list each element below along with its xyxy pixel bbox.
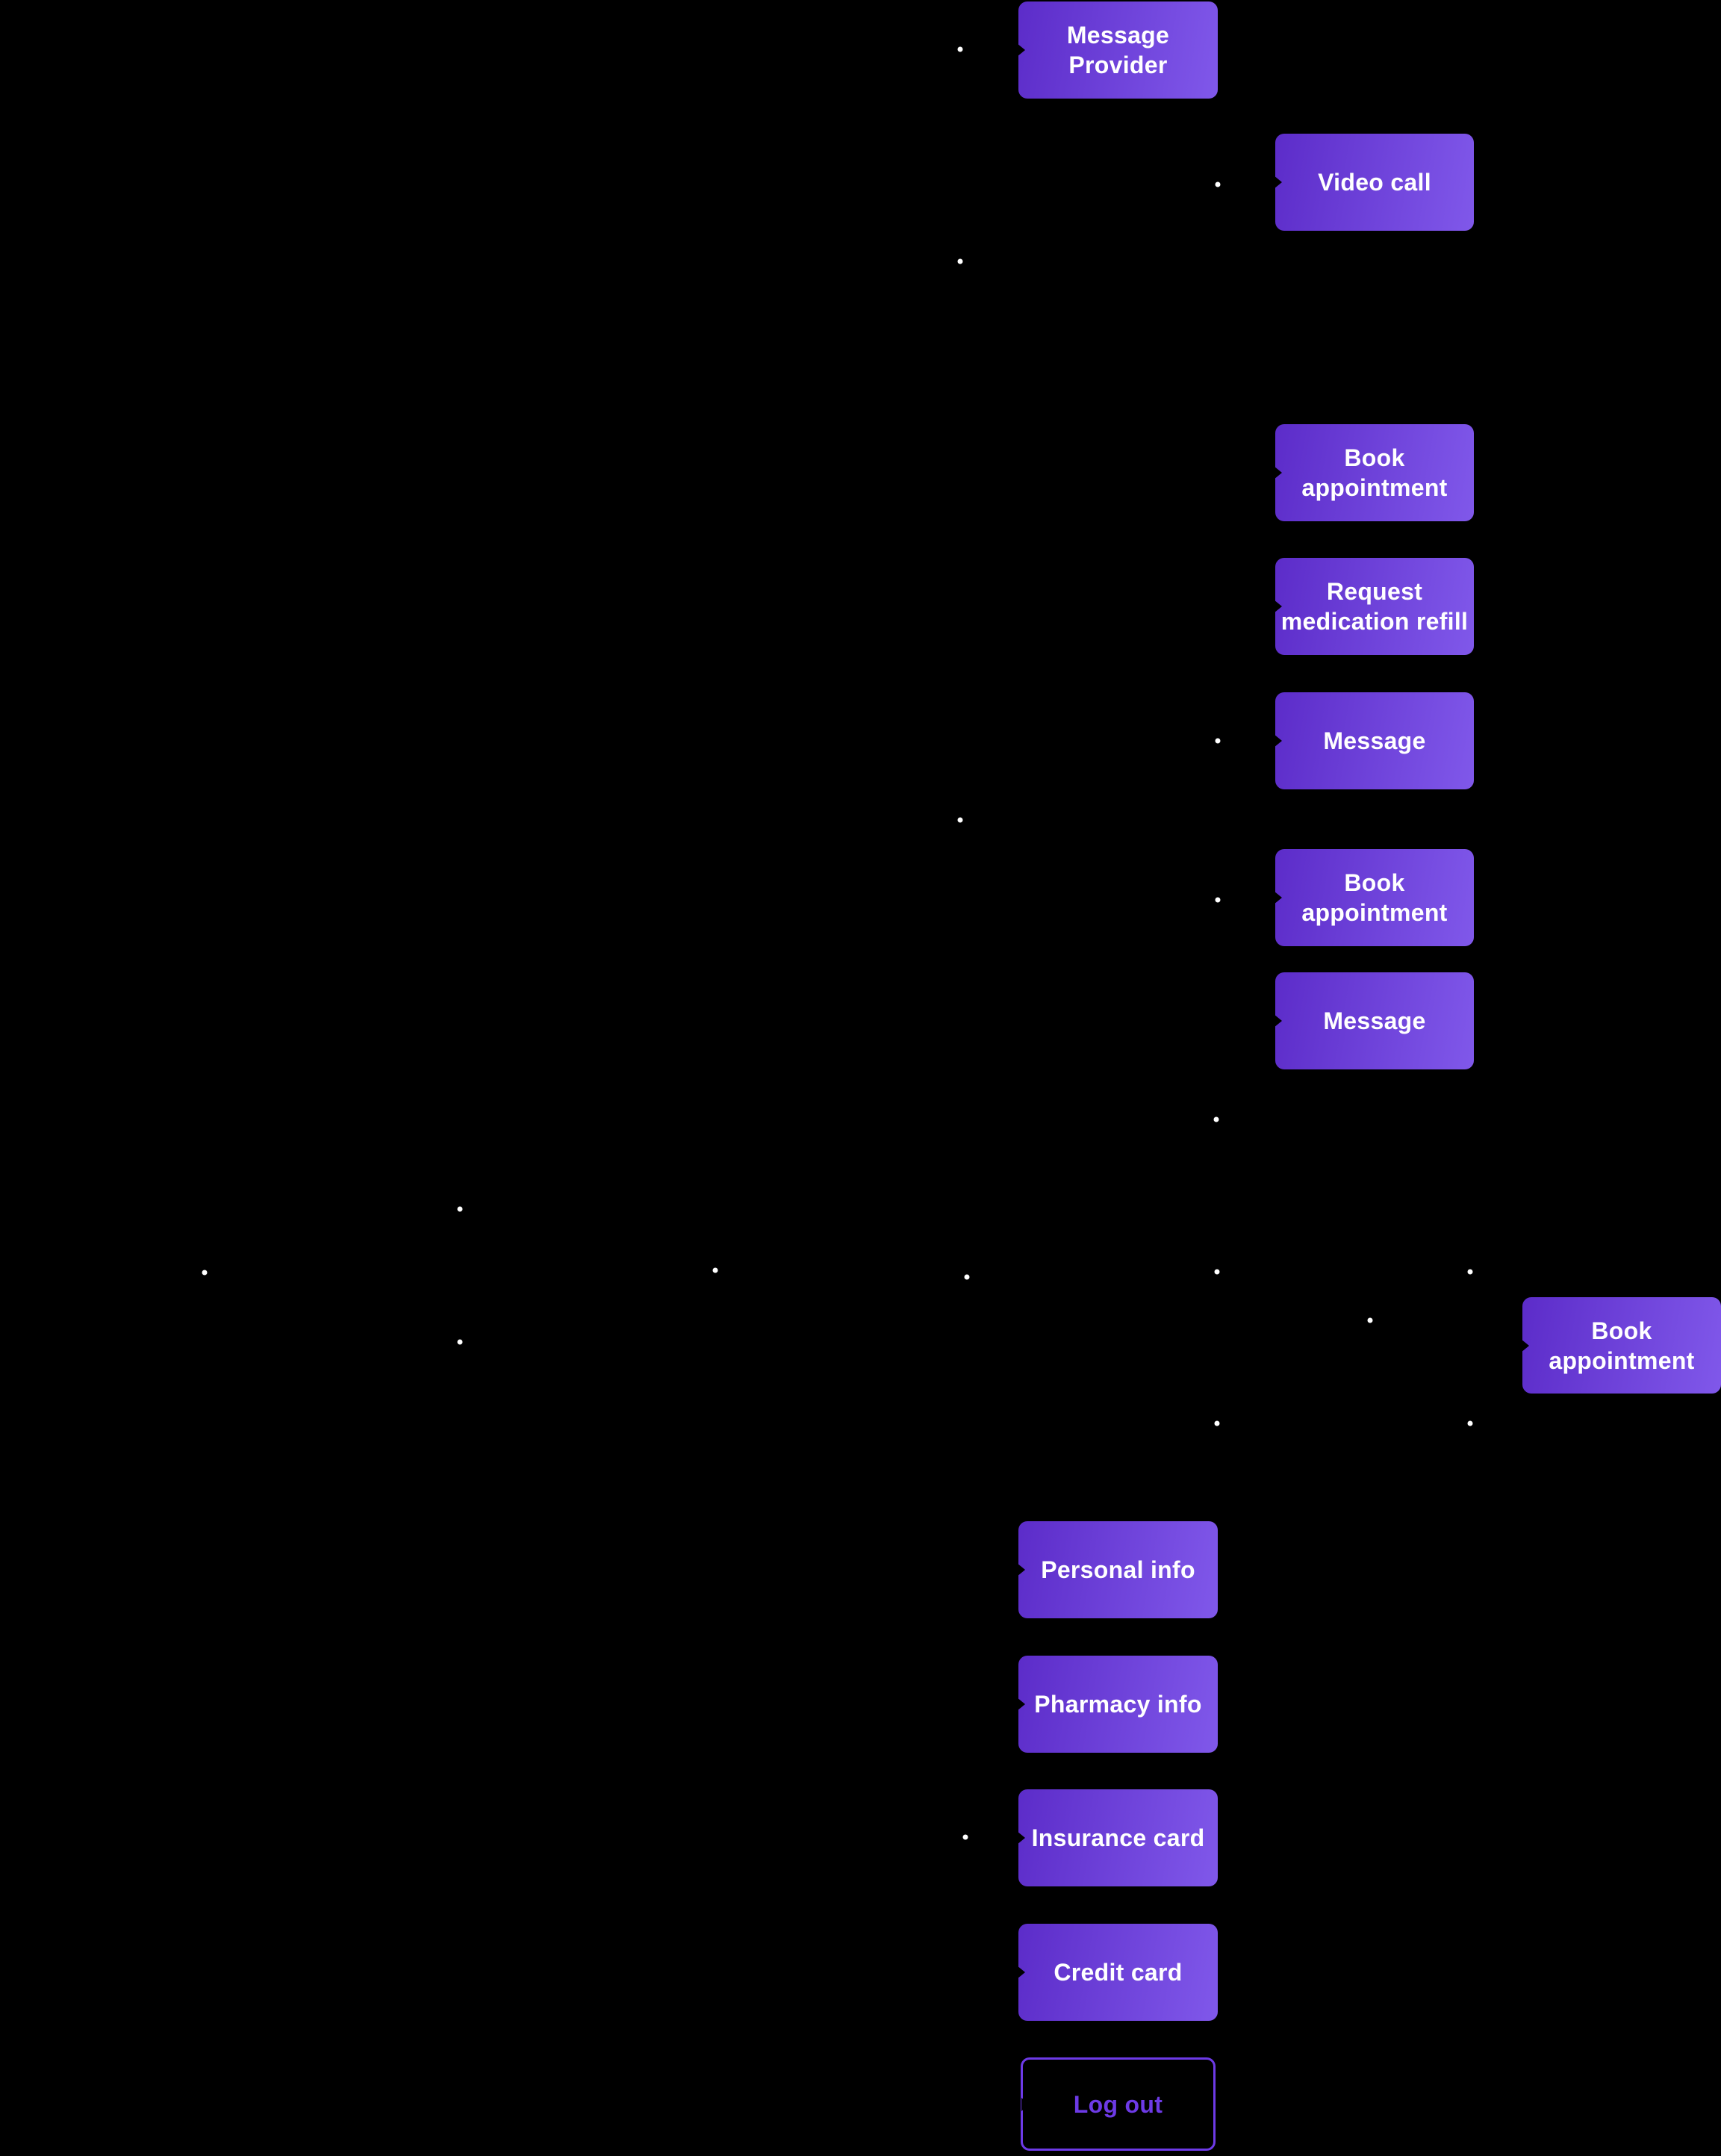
video-call-button-label: Video call (1318, 169, 1431, 196)
connector-dot (1367, 1317, 1373, 1323)
connector-dot (957, 46, 963, 52)
connector-arrowhead-icon (1017, 1966, 1025, 1979)
connector-dot (962, 1834, 968, 1840)
connector-dot (957, 817, 963, 823)
request-medication-refill-button[interactable]: Request medication refill (1274, 558, 1474, 655)
connector-arrowhead-icon (1274, 175, 1282, 189)
connector-dot (1214, 1269, 1220, 1275)
connector-arrowhead-icon (1274, 1014, 1282, 1028)
connector-arrowhead-icon (1274, 600, 1282, 613)
book-appointment-3-button-label: Book appointment (1549, 1317, 1695, 1374)
request-medication-refill-button-label: Request medication refill (1280, 578, 1469, 635)
connector-arrowhead-icon (1521, 1338, 1529, 1352)
book-appointment-2-button[interactable]: Book appointment (1274, 849, 1474, 946)
connector-arrowhead-icon (1274, 891, 1282, 904)
connector-dot (957, 258, 963, 264)
connector-dot (1215, 897, 1221, 903)
connector-dot (964, 1274, 970, 1280)
message-provider-button[interactable]: Message Provider (1017, 1, 1218, 99)
connector-dot (1467, 1420, 1473, 1426)
pharmacy-info-button[interactable]: Pharmacy info (1017, 1656, 1218, 1753)
connector-dot (1215, 738, 1221, 744)
connector-arrowhead-icon (1017, 1831, 1025, 1845)
log-out-button[interactable]: Log out (1021, 2057, 1216, 2151)
credit-card-button-label: Credit card (1054, 1959, 1183, 1986)
personal-info-button-label: Personal info (1041, 1556, 1195, 1583)
connector-arrowhead-icon (1274, 466, 1282, 479)
book-appointment-1-button-label: Book appointment (1301, 444, 1448, 501)
video-call-button[interactable]: Video call (1274, 134, 1474, 231)
connector-dot (457, 1339, 463, 1345)
connector-arrowhead-icon (1017, 43, 1025, 57)
personal-info-button[interactable]: Personal info (1017, 1521, 1218, 1618)
log-out-button-label: Log out (1073, 2090, 1163, 2118)
connector-dot (1213, 1116, 1219, 1122)
connector-dot (202, 1270, 208, 1276)
connector-arrowhead-icon (1274, 734, 1282, 748)
insurance-card-button[interactable]: Insurance card (1017, 1789, 1218, 1886)
message-1-button[interactable]: Message (1274, 692, 1474, 789)
credit-card-button[interactable]: Credit card (1017, 1924, 1218, 2021)
message-provider-button-label: Message Provider (1066, 22, 1170, 78)
book-appointment-2-button-label: Book appointment (1301, 869, 1448, 926)
pharmacy-info-button-label: Pharmacy info (1034, 1691, 1202, 1718)
connector-dot (1214, 1420, 1220, 1426)
connector-dot (712, 1267, 718, 1273)
connector-arrowhead-icon (1021, 2097, 1030, 2111)
connector-dot (457, 1206, 463, 1212)
connector-dot (1215, 181, 1221, 187)
connector-arrowhead-icon (1017, 1697, 1025, 1711)
connector-arrowhead-icon (1017, 1563, 1025, 1576)
book-appointment-1-button[interactable]: Book appointment (1274, 424, 1474, 521)
book-appointment-3-button[interactable]: Book appointment (1521, 1297, 1721, 1394)
message-1-button-label: Message (1323, 727, 1426, 754)
insurance-card-button-label: Insurance card (1031, 1824, 1205, 1851)
message-2-button[interactable]: Message (1274, 972, 1474, 1069)
connector-dot (1467, 1269, 1473, 1275)
message-2-button-label: Message (1323, 1007, 1426, 1034)
